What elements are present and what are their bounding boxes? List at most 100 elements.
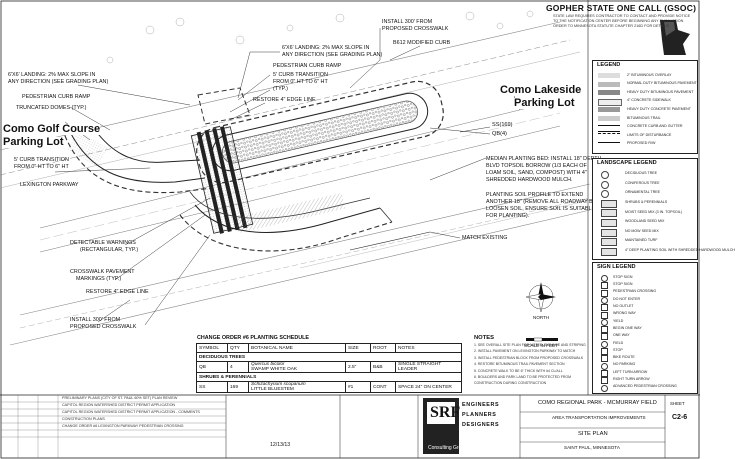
- sign-item: LEFT TURN ARROW: [613, 369, 648, 374]
- sign-item: RIGHT TURN ARROW: [613, 377, 650, 381]
- callout-install-bottom: INSTALL 300' FROM: [70, 317, 121, 323]
- legend-title: LEGEND: [597, 62, 621, 68]
- legend-item: PROPOSED R/W: [627, 141, 656, 146]
- callout-curb-trans-left: 5' CURB TRANSITION: [14, 157, 69, 163]
- callout-qb: QB(4): [492, 131, 507, 137]
- base-map: [0, 10, 591, 346]
- sign-icon: [601, 384, 608, 392]
- landscape-item: MAINTAINED TURF: [625, 238, 658, 243]
- revision-row: PRELIMINARY PLANS (CITY OF ST. PAUL 60% …: [62, 396, 178, 400]
- landscape-swatch: [601, 180, 609, 189]
- callout-ped-ramp-left: PEDESTRIAN CURB RAMP: [22, 94, 91, 100]
- firm-designers: DESIGNERS: [462, 422, 500, 428]
- legend-panel: LEGEND 2" BITUMINOUS OVERLAY NORMAL DUTY …: [592, 60, 698, 154]
- section-shrubs: SHRUBS & PERENNIALS: [196, 372, 462, 382]
- sign-item: BEGIN ONE WAY: [613, 325, 642, 330]
- legend-item: NORMAL DUTY BITUMINOUS PAVEMENT: [627, 81, 697, 86]
- revision-row: CAPITOL REGION WATERSHED DISTRICT PERMIT…: [62, 403, 176, 407]
- revision-row: CONSTRUCTION PLANS: [62, 417, 105, 421]
- note-line: 4. RESTORE BITUMINOUS TRAIL PAVEMENT SEC…: [474, 362, 565, 367]
- scale-label: SCALE IN FEET: [524, 343, 558, 348]
- cell-root: CONT: [370, 381, 396, 393]
- callout-ped-ramp-top: PEDESTRIAN CURB RAMP: [273, 63, 342, 69]
- revision-row: CHANGE ORDER #6 LEXINGTON PARKWAY PEDEST…: [62, 424, 184, 428]
- sign-icon: [601, 318, 608, 326]
- plan-date: 12/13/13: [270, 442, 291, 448]
- notes-title: NOTES: [474, 335, 494, 341]
- revision-row: CAPITOL REGION WATERSHED DISTRICT PERMIT…: [62, 410, 200, 414]
- lakeside-label: Como Lakeside: [500, 84, 582, 96]
- callout-profile-2: ANOTHER 18" (REMOVE ALL ROADWAY BASE,: [486, 199, 606, 205]
- note-line: CONSTRUCTION DURING CONSTRUCTION: [474, 381, 547, 386]
- sign-icon: [601, 333, 608, 341]
- legend-item: 4" CONCRETE SIDEWALK: [627, 98, 671, 103]
- callout-landing-mid-2: ANY DIRECTION (SEE GRADING PLAN): [282, 52, 383, 58]
- landscape-item: MOIST SEED MIX (3 IN. TOPSOIL): [625, 209, 682, 214]
- schedule-title: CHANGE ORDER #6 PLANTING SCHEDULE: [197, 335, 310, 341]
- project-name: COMO REGIONAL PARK - MCMURRAY FIELD: [538, 400, 657, 406]
- north-label: NORTH: [533, 315, 550, 320]
- cell-notes: SINGLE STRAIGHT LEADER: [395, 361, 462, 373]
- callout-curb-trans-top-2: FROM 0" HT TO 6" HT: [273, 79, 328, 85]
- landscape-swatch: [601, 209, 617, 218]
- note-line: 2. INSTALL PAVEMENT ON LEXINGTON PARKWAY…: [474, 349, 576, 354]
- callout-crosswalk: CROSSWALK PAVEMENT: [70, 269, 135, 275]
- gsoc-title: GOPHER STATE ONE CALL (GSOC): [546, 3, 697, 13]
- note-line: 6. BOULDERS AND PARK LAND TO BE PROTECTE…: [474, 375, 572, 379]
- legend-swatch: [598, 81, 620, 87]
- callout-median-3: LOAM SOIL, SAND, COMPOST) WITH 4": [486, 170, 587, 176]
- city-label: SAINT PAUL, MINNESOTA: [564, 445, 620, 450]
- header-notes: NOTES: [395, 343, 462, 353]
- sign-item: STOP SIGN: [613, 274, 633, 279]
- planting-schedule: SYMBOL QTY BOTANICAL NAME SIZE ROOT NOTE…: [196, 343, 462, 393]
- callout-detectable: DETECTABLE WARNINGS: [70, 240, 136, 246]
- cell-symbol: QB: [196, 361, 228, 373]
- callout-restore-bottom: RESTORE 4" EDGE LINE: [86, 289, 149, 295]
- callout-install-top: INSTALL 300' FROM: [382, 19, 433, 25]
- sign-icon: [601, 282, 608, 290]
- sign-icon: [601, 362, 608, 370]
- landscape-item: CONIFEROUS TREE: [625, 180, 660, 185]
- legend-swatch: [598, 116, 620, 121]
- callout-install-bottom-2: PROPOSED CROSSWALK: [70, 324, 137, 330]
- callout-profile-3: LOOSEN SOIL, ENSURE SOIL IS SUITABLE: [486, 206, 596, 212]
- golf-parking-label: Parking Lot: [3, 136, 64, 148]
- gsoc-line-1: STATE LAW REQUIRES CONTRACTOR TO CONTACT…: [553, 14, 691, 18]
- sign-icon: [601, 348, 608, 355]
- firm-planners: PLANNERS: [462, 412, 497, 418]
- sign-item: NO OUTLET: [613, 304, 634, 308]
- sign-icon: [601, 326, 608, 334]
- srf-logo: SRF: [430, 404, 461, 421]
- sheet-label: SHEET: [670, 401, 685, 406]
- sign-item: ONE WAY: [613, 333, 630, 338]
- landscape-item: NO MOW SEED MIX: [625, 228, 659, 233]
- landscape-swatch: [601, 171, 609, 179]
- callout-ss: SS(169): [492, 122, 513, 128]
- landscape-swatch: [601, 247, 617, 256]
- sign-item: ADVANCED PEDESTRIAN CROSSING: [613, 384, 677, 389]
- landscape-item: WOODLAND SEED MIX: [625, 219, 665, 224]
- golf-course-label: Como Golf Course: [3, 123, 101, 135]
- callout-landing-mid: 6'X6' LANDING: 2% MAX SLOPE IN: [282, 45, 370, 51]
- header-botanical: BOTANICAL NAME: [248, 343, 346, 353]
- landscape-swatch: [601, 219, 617, 227]
- legend-item: 2" BITUMINOUS OVERLAY: [627, 72, 672, 77]
- callout-landing-left: 6'X6' LANDING: 2% MAX SLOPE IN: [8, 72, 96, 78]
- landscape-swatch: [601, 199, 617, 208]
- callout-curb-trans-top: 5' CURB TRANSITION: [273, 72, 328, 78]
- callout-curb-trans-left-2: FROM 0" HT TO 6" HT: [14, 164, 69, 170]
- callout-median-1: MEDIAN PLANTING BED: INSTALL 18" DEPTH: [486, 156, 602, 162]
- callout-typ-top: (TYP.): [273, 86, 288, 92]
- sign-icon: [601, 377, 608, 385]
- note-line: 1. SEE OVERALL SITE PLAN FOR NOTES, SIGN…: [474, 343, 586, 347]
- legend-item: CONCRETE CURB AND GUTTER: [627, 124, 683, 129]
- callout-detectable-2: (RECTANGULAR, TYP.): [80, 247, 139, 253]
- cell-latin: Quercus bicolor: [251, 362, 285, 367]
- callout-match-existing: MATCH EXISTING: [462, 235, 508, 241]
- site-plan-drawing: [0, 0, 700, 459]
- legend-item: LIMITS OF DISTURBANCE: [627, 132, 672, 137]
